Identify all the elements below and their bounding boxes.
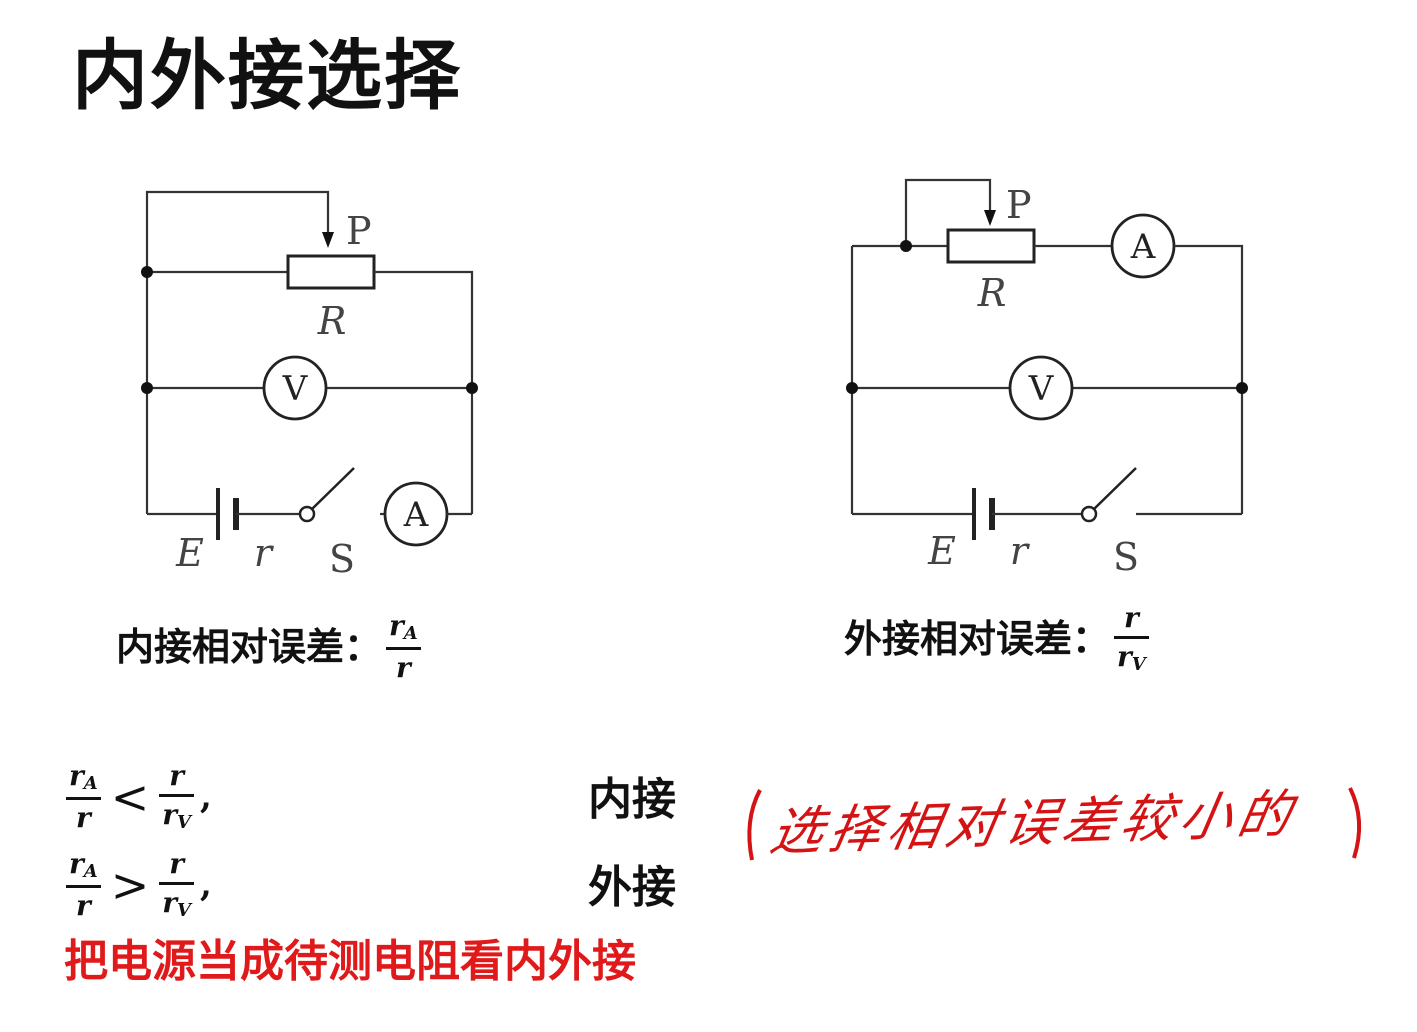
frac-numerator: r	[1124, 601, 1139, 634]
slider-label: P	[346, 209, 372, 253]
frac-numerator: r	[69, 759, 84, 792]
frac-denominator: r	[162, 886, 178, 919]
circuit-outer: A V P R E r S	[846, 178, 1248, 579]
slider-label: P	[1006, 183, 1032, 227]
frac-numerator: r	[169, 847, 185, 880]
internal-resistance-label: r	[254, 531, 275, 575]
inner-error-caption: 内接相对误差： rA r	[116, 612, 425, 682]
voltmeter	[1008, 355, 1074, 421]
ratio-ra-over-r: rA r	[66, 850, 101, 920]
comma: ,	[200, 865, 212, 905]
frac-subscript: V	[177, 812, 192, 833]
slider-wire	[904, 178, 992, 246]
switch-label: S	[329, 537, 355, 581]
rheostat	[286, 254, 376, 290]
frac-subscript: A	[83, 861, 98, 882]
slider-wire	[145, 190, 330, 272]
voltmeter-label: V	[282, 369, 309, 409]
comma: ,	[200, 777, 212, 817]
frac-subscript: A	[403, 623, 418, 644]
junction-node	[466, 382, 478, 394]
left-paren	[747, 789, 762, 861]
result-outer: 外接	[588, 862, 676, 913]
outer-error-caption: 外接相对误差： r rV	[844, 604, 1153, 674]
frac-numerator: r	[69, 847, 84, 880]
junction-node	[141, 266, 153, 278]
handwritten-note: 选择相对误差较小的	[738, 780, 1378, 870]
slider-arrow	[984, 210, 996, 226]
junction-node	[141, 382, 153, 394]
condition-row-inner: rA r < r rV ,	[62, 762, 212, 832]
frac-subscript: A	[83, 773, 98, 794]
outer-error-label: 外接相对误差：	[844, 617, 1111, 661]
inner-error-fraction: rA r	[386, 612, 421, 682]
ratio-r-over-rv: r rV	[159, 847, 195, 921]
junction-node	[900, 240, 912, 252]
rheostat	[946, 228, 1036, 264]
frac-denominator: r	[75, 889, 91, 922]
greater-than-operator: >	[110, 858, 150, 912]
voltmeter	[262, 355, 328, 421]
handwritten-note-text: 选择相对误差较小的	[765, 784, 1302, 863]
condition-row-outer: rA r > r rV ,	[62, 850, 212, 920]
internal-resistance-label: r	[1010, 529, 1031, 573]
frac-denominator: r	[1117, 640, 1132, 673]
slider-arrow	[322, 232, 334, 248]
junction-node	[846, 382, 858, 394]
junction-node	[1236, 382, 1248, 394]
ratio-ra-over-r: rA r	[66, 762, 101, 832]
ammeter-label: A	[1130, 227, 1156, 267]
frac-subscript: V	[1131, 654, 1146, 675]
result-inner: 内接	[588, 774, 676, 825]
rheostat-label: R	[977, 271, 1007, 315]
switch-blade	[1093, 467, 1137, 510]
circuit-inner: V A P R E r S	[141, 190, 478, 581]
rheostat-label: R	[317, 299, 347, 343]
switch-blade	[311, 467, 355, 510]
frac-denominator: r	[396, 651, 411, 684]
frac-numerator: r	[389, 609, 404, 642]
right-paren	[1348, 787, 1362, 859]
frac-subscript: V	[177, 900, 192, 921]
ratio-r-over-rv: r rV	[159, 759, 195, 833]
switch-pivot	[298, 505, 316, 523]
voltmeter-label: V	[1028, 369, 1055, 409]
less-than-operator: <	[110, 770, 150, 824]
ammeter-label: A	[403, 495, 429, 535]
emf-label: E	[927, 529, 956, 573]
frac-numerator: r	[169, 759, 185, 792]
outer-error-fraction: r rV	[1114, 604, 1149, 674]
inner-error-label: 内接相对误差：	[116, 625, 383, 669]
emf-label: E	[175, 531, 204, 575]
switch-label: S	[1113, 535, 1139, 579]
page-title: 内外接选择	[72, 31, 462, 120]
frac-denominator: r	[75, 801, 91, 834]
frac-denominator: r	[162, 798, 178, 831]
switch-pivot	[1080, 505, 1098, 523]
red-note: 把电源当成待测电阻看内外接	[64, 936, 636, 987]
